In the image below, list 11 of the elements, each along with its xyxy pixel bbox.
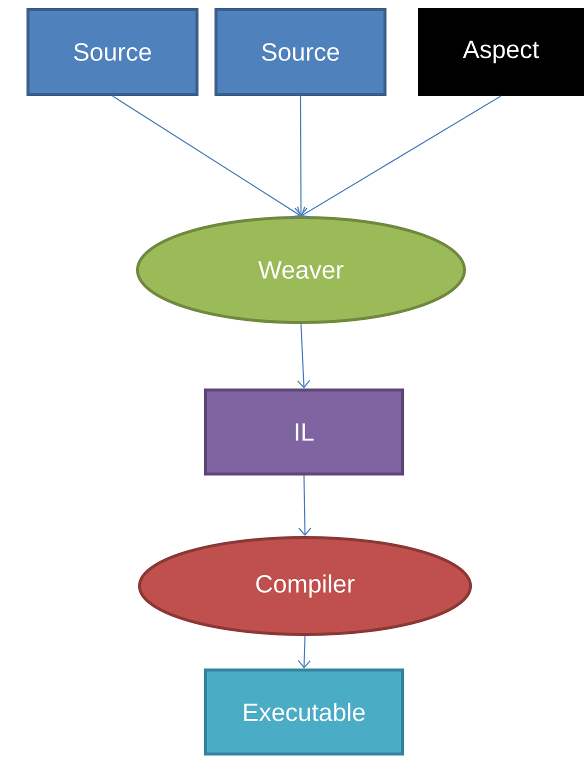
process-box: IL xyxy=(204,388,404,476)
arrow xyxy=(301,96,502,218)
aspect-box: Aspect xyxy=(418,8,584,96)
source-box: Source xyxy=(214,8,386,96)
arrow xyxy=(297,324,310,388)
arrow xyxy=(298,475,312,536)
arrow xyxy=(298,636,311,668)
arrow xyxy=(294,96,308,216)
arrow xyxy=(112,96,301,218)
output-box: Executable xyxy=(204,668,404,756)
source-box: Source xyxy=(26,8,198,96)
